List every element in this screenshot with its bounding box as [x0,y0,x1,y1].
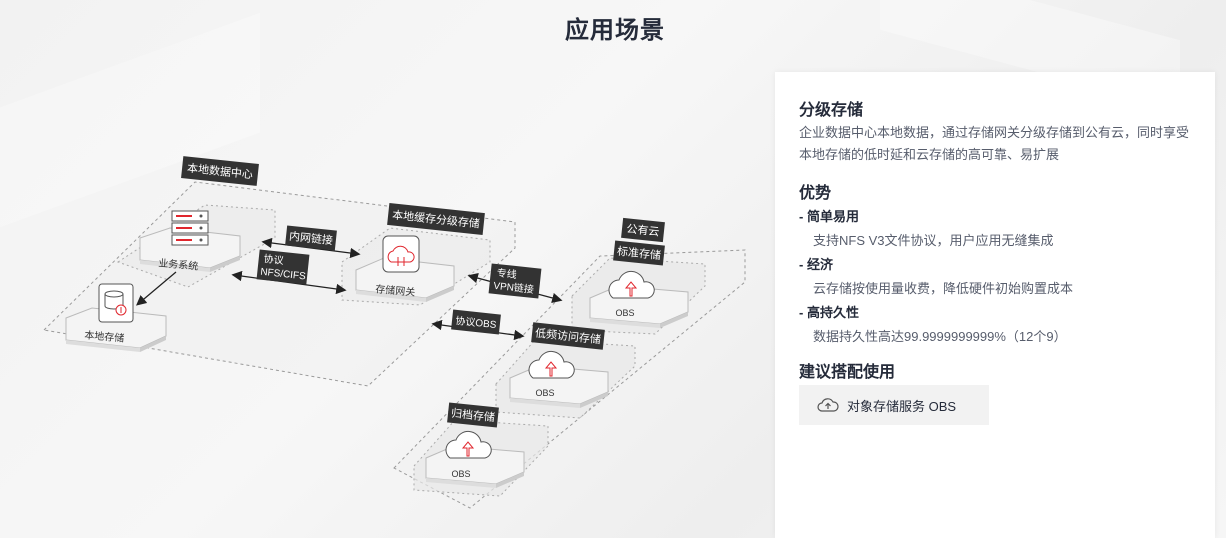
advantage-title: 简单易用 [807,209,860,224]
svg-text:标准存储: 标准存储 [616,244,661,263]
svg-text:OBS: OBS [535,388,554,398]
dash-bullet-icon: - [799,257,804,272]
obs-cloud-icon [445,430,492,459]
svg-text:业务系统: 业务系统 [158,256,199,272]
gateway-tier-label: 本地缓存分级存储 [387,203,485,235]
standard-storage-label: 标准存储 [613,240,665,266]
cloud-icon [817,397,839,413]
dash-bullet-icon: - [799,305,804,320]
server-icon [171,210,209,246]
architecture-diagram: 本地数据中心 业务系统 本地存储 [0,140,770,538]
advantage-item: -经济 云存储按使用量收费，降低硬件初始购置成本 [799,256,1199,298]
svg-text:协议: 协议 [263,252,284,267]
storage-gateway-node: 存储网关 [355,235,455,302]
svg-text:VPN链接: VPN链接 [493,279,535,296]
local-storage-node: 本地存储 [65,283,167,352]
obs-infrequent-node: OBS [509,350,609,408]
obs-protocol-label: 协议OBS [451,309,501,335]
advantages-title: 优势 [799,185,832,202]
advantage-title: 经济 [807,257,834,272]
advantage-desc: 云存储按使用量收费，降低硬件初始购置成本 [813,281,1074,296]
scenario-title: 分级存储 [799,102,864,119]
obs-cloud-icon [528,350,575,379]
public-cloud-label: 公有云 [621,217,665,243]
obs-standard-node: OBS [589,270,689,328]
infrequent-storage-label: 低频访问存储 [531,322,605,350]
svg-text:NFS/CIFS: NFS/CIFS [260,267,307,283]
dash-bullet-icon: - [799,209,804,224]
page-title: 应用场景 [565,17,665,44]
svg-text:公有云: 公有云 [626,221,660,238]
svg-text:协议OBS: 协议OBS [455,314,498,331]
vpn-link-label: 专线 VPN链接 [488,263,542,299]
svg-text:内网链接: 内网链接 [288,229,333,248]
svg-text:OBS: OBS [451,469,470,479]
advantage-desc: 支持NFS V3文件协议，用户应用无缝集成 [813,233,1054,248]
scenario-detail-panel: 分级存储 企业数据中心本地数据，通过存储网关分级存储到公有云，同时享受本地存储的… [775,72,1215,538]
gateway-cloud-icon [382,235,420,273]
svg-text:OBS: OBS [615,308,634,318]
obs-cloud-icon [608,270,655,299]
svg-text:存储网关: 存储网关 [375,282,416,298]
obs-archive-node: OBS [425,430,525,488]
archive-storage-label: 归档存储 [447,402,499,428]
protocol-nfs-label: 协议 NFS/CIFS [256,249,310,285]
database-icon [98,283,134,323]
svg-text:归档存储: 归档存储 [450,406,495,425]
recommend-obs-button[interactable]: 对象存储服务 OBS [799,385,989,425]
intranet-link-label: 内网链接 [285,225,337,251]
advantage-title: 高持久性 [807,305,860,320]
recommend-title: 建议搭配使用 [799,364,896,381]
biz-to-local-arrow [136,271,177,306]
biz-system-node: 业务系统 [139,210,241,273]
recommend-obs-label: 对象存储服务 OBS [847,398,957,414]
svg-text:专线: 专线 [496,266,517,281]
local-datacenter-label: 本地数据中心 [181,156,259,186]
advantage-desc: 数据持久性高达99.9999999999%（12个9） [813,329,1067,344]
svg-text:本地存储: 本地存储 [84,328,125,344]
scenario-description: 企业数据中心本地数据，通过存储网关分级存储到公有云，同时享受本地存储的低时延和云… [799,125,1190,162]
advantage-item: -高持久性 数据持久性高达99.9999999999%（12个9） [799,304,1199,346]
advantage-item: -简单易用 支持NFS V3文件协议，用户应用无缝集成 [799,208,1199,250]
